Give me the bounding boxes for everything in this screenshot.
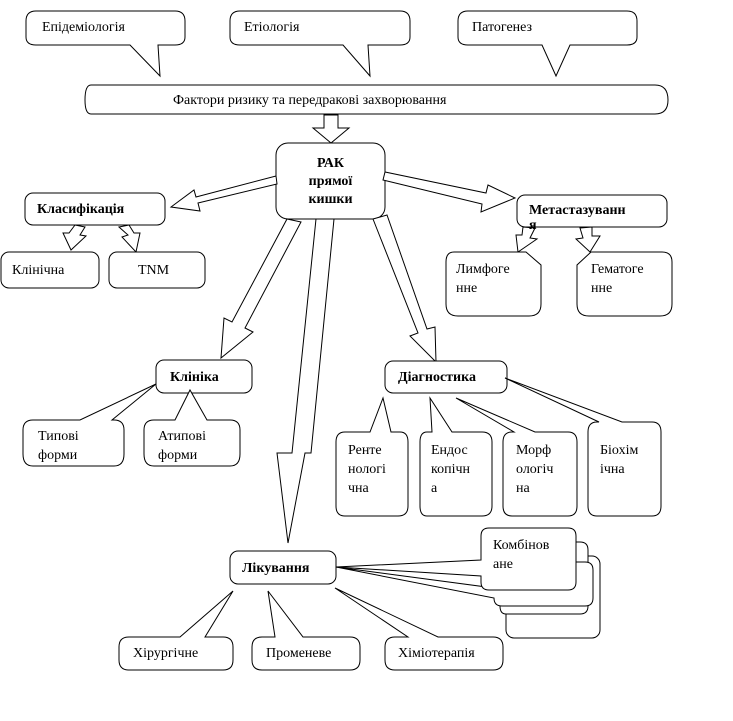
chemotherapy-callout (334, 587, 504, 671)
arrow-to-classification (169, 175, 278, 212)
diagnostics-box (384, 360, 508, 394)
lymphogenous-line-1: Лимфоге (456, 262, 510, 277)
clinic-label: Клініка (170, 370, 219, 385)
morphological-line-2: ологіч (516, 462, 554, 477)
biochemical-callout (504, 377, 662, 517)
typical-forms-line-2: форми (38, 448, 78, 463)
risk-factors-banner (84, 84, 669, 115)
surgical-callout (118, 590, 234, 671)
radiation-label: Променеве (266, 646, 332, 661)
atypical-forms-callout (143, 388, 241, 467)
biochemical-line-1: Біохім (600, 443, 639, 458)
morphological-line-1: Морф (516, 443, 552, 458)
arrow-to-treatment (276, 218, 335, 544)
lymphogenous-line-2: нне (456, 281, 478, 296)
callout-epidemiology (25, 10, 186, 78)
epidemiology-label: Епідеміологія (42, 20, 125, 35)
arrow-to-diagnostics (372, 214, 437, 364)
cancer-title-line-3: кишки (308, 192, 353, 207)
cancer-title-line-1: РАК (316, 156, 345, 171)
arrow-risk-to-cancer (311, 114, 351, 144)
tnm-classification-label: TNM (138, 263, 170, 278)
biochemical-line-2: ічна (600, 462, 625, 477)
etiology-label: Етіологія (244, 20, 300, 35)
endoscopic-line-3: а (431, 481, 438, 496)
classification-box (24, 192, 166, 226)
combined-line-1: Комбінов (493, 538, 550, 553)
arrow-to-clinic (220, 218, 302, 360)
arrow-classification-to-tnm (117, 224, 141, 254)
callout-pathogenesis (457, 10, 638, 78)
atypical-forms-line-2: форми (158, 448, 198, 463)
radiological-line-3: чна (348, 481, 369, 496)
morphological-line-3: на (516, 481, 530, 496)
surgical-label: Хірургічне (133, 646, 199, 661)
metastasis-label-line-1: Метастазуванн (529, 203, 626, 218)
radiological-callout (335, 396, 409, 517)
combined-line-2: ане (493, 557, 513, 572)
radiation-callout (251, 590, 361, 671)
atypical-forms-line-1: Атипові (158, 429, 207, 444)
arrow-to-metastasis (382, 171, 517, 213)
typical-forms-line-1: Типові (38, 429, 79, 444)
endoscopic-line-1: Ендос (431, 443, 468, 458)
endoscopic-callout (419, 396, 493, 517)
diagnostics-label: Діагностика (398, 370, 476, 385)
metastasis-label-line-2: я (529, 218, 537, 233)
morphological-callout (455, 397, 578, 517)
radiological-line-1: Ренте (348, 443, 382, 458)
radiological-line-2: нологі (348, 462, 386, 477)
clinical-classification-box (0, 251, 100, 289)
tnm-classification-box (108, 251, 206, 289)
typical-forms-callout (22, 383, 157, 467)
chemotherapy-label: Хіміотерапія (398, 646, 475, 661)
endoscopic-line-2: копічн (431, 462, 471, 477)
arrow-classification-to-clinical (62, 224, 88, 251)
combined-front-callout (335, 527, 577, 591)
risk-factors-label: Фактори ризику та передракові захворюван… (173, 93, 447, 108)
arrow-metastasis-to-hematogenous (574, 226, 601, 253)
pathogenesis-label: Патогенез (472, 20, 533, 35)
hematogenous-line-1: Гематоге (591, 262, 644, 277)
arrow-metastasis-to-lymphogenous (515, 226, 539, 253)
treatment-label: Лікування (242, 561, 310, 576)
clinical-classification-label: Клінічна (12, 263, 65, 278)
lymphogenous-box (445, 251, 542, 317)
clinic-box (155, 359, 253, 394)
hematogenous-box (576, 251, 673, 317)
hematogenous-line-2: нне (591, 281, 613, 296)
callout-etiology (229, 10, 411, 78)
cancer-title-line-2: прямої (308, 174, 353, 189)
classification-label: Класифікація (37, 202, 125, 217)
